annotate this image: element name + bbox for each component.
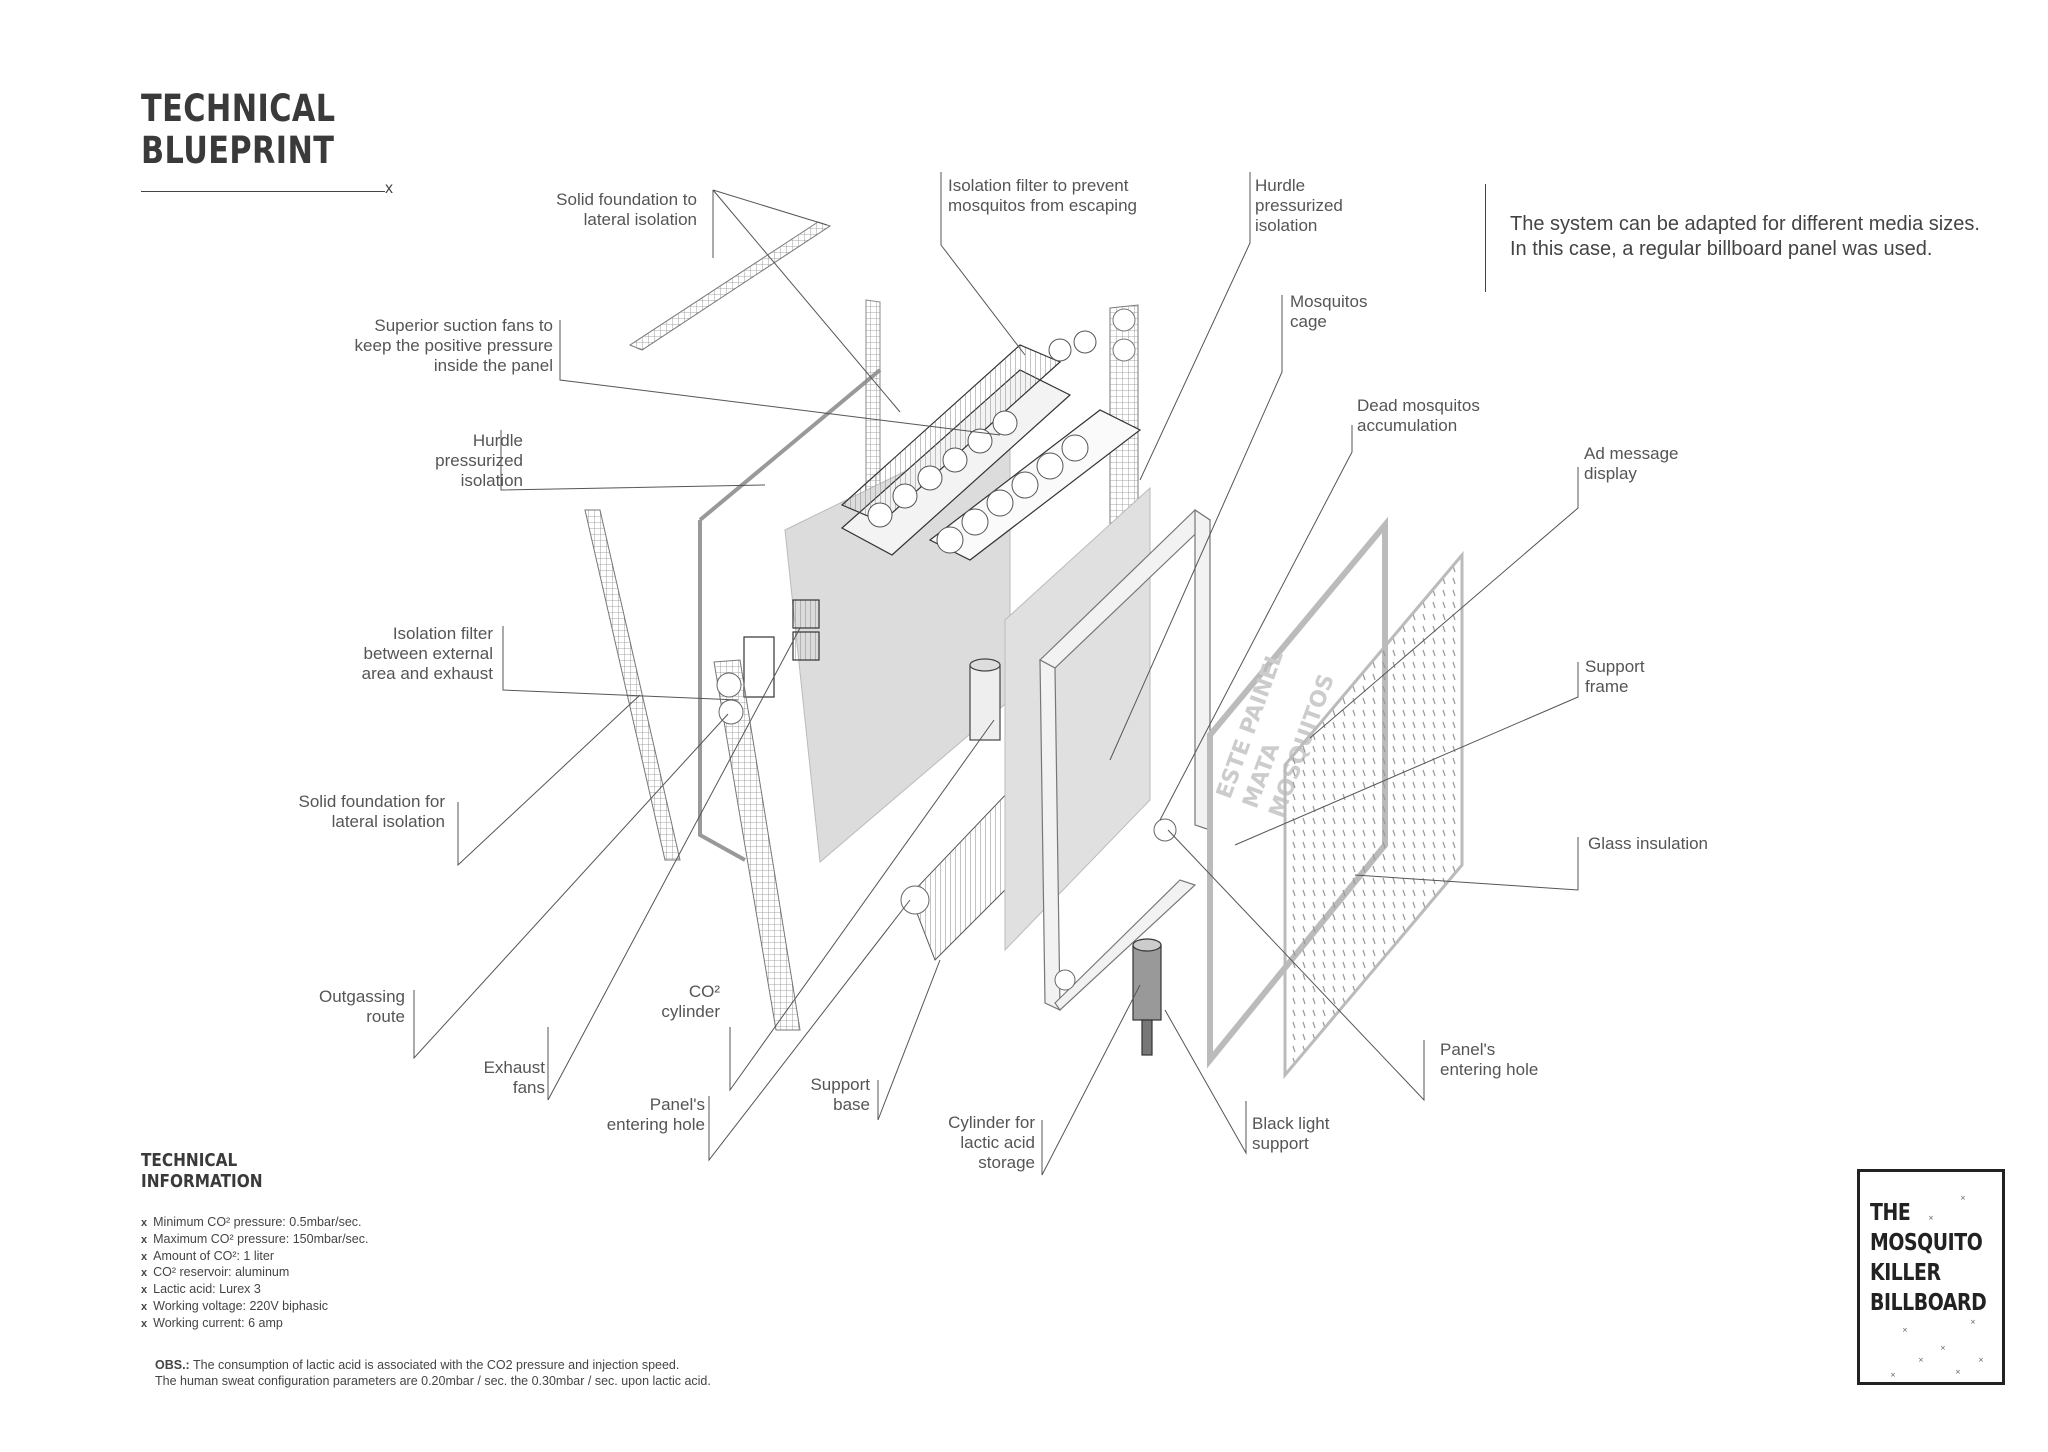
label-black-light: Black light support [1252,1114,1330,1153]
bullet-icon: x [141,1317,148,1330]
left-top-strip [865,299,881,496]
technical-info-item: x Lactic acid: Lurex 3 [141,1282,368,1299]
technical-info-item: x CO² reservoir: aluminum [141,1265,368,1282]
fan-circles [867,330,1097,554]
obs-prefix: OBS.: [155,1358,190,1372]
exhaust-strip [713,659,801,1031]
svg-text:×: × [1940,1344,1946,1352]
label-panels-entering-right: Panel's entering hole [1440,1040,1539,1079]
technical-info-item: x Maximum CO² pressure: 150mbar/sec. [141,1232,368,1249]
left-foundation-strip [584,509,681,861]
intro-bar [1485,184,1486,292]
technical-info-text: Lactic acid: Lurex 3 [153,1282,261,1297]
support-frame-drawing [1038,508,1211,1011]
title-line-1: TECHNICAL [141,87,336,130]
logo-mosquito-dots: × × × × × × × × × [1890,1194,1984,1379]
label-cylinder-lactic: Cylinder for lactic acid storage [948,1113,1035,1172]
label-outgassing: Outgassing route [319,987,405,1026]
title-line-2: BLUEPRINT [141,129,335,172]
intro-text: The system can be adapted for different … [1510,213,1980,260]
label-isolation-filter-left: Isolation filter between external area a… [361,624,493,683]
technical-info-item: x Working current: 6 amp [141,1316,368,1333]
bullet-icon: x [141,1233,148,1246]
lactic-cylinder-drawing [1132,938,1162,1056]
technical-info-text: Working voltage: 220V biphasic [153,1298,328,1313]
technical-info-text: Amount of CO²: 1 liter [153,1248,274,1263]
title-rule-marker: x [385,180,393,197]
obs-line-2: The human sweat configuration parameters… [155,1374,711,1388]
bullet-icon: x [141,1217,148,1229]
technical-info-text: CO² reservoir: aluminum [153,1265,290,1280]
label-support-base: Support base [810,1075,870,1114]
svg-text:×: × [1960,1194,1966,1202]
bullet-icon: x [141,1250,148,1263]
co2-cylinder-drawing [969,658,1001,741]
label-co2-cylinder: CO² cylinder [661,982,720,1021]
rear-frame-top [698,368,882,522]
bullet-icon: x [141,1284,148,1297]
title-rule [141,191,385,192]
label-panels-entering-left: Panel's entering hole [606,1095,705,1134]
bullet-icon: x [141,1267,148,1280]
svg-text:×: × [1902,1326,1908,1334]
label-solid-foundation-top: Solid foundation to lateral isolation [556,190,697,229]
svg-text:×: × [1955,1368,1961,1376]
technical-info-item: x Amount of CO²: 1 liter [141,1249,368,1266]
bullet-icon: x [141,1300,148,1313]
label-superior-fans: Superior suction fans to keep the positi… [354,316,553,375]
svg-text:×: × [1918,1356,1924,1364]
glass-panel [1283,550,1464,1080]
rear-frame [698,520,746,862]
svg-text:×: × [1928,1214,1934,1222]
label-solid-foundation-left: Solid foundation for lateral isolation [298,792,446,831]
technical-info-text: Minimum CO² pressure: 0.5mbar/sec. [153,1215,362,1229]
technical-info-item: x Working voltage: 220V biphasic [141,1299,368,1316]
label-exhaust-fans: Exhaust fans [483,1058,545,1097]
label-dead-mosquitos: Dead mosquitos accumulation [1357,396,1480,435]
label-support-frame: Support frame [1585,657,1645,696]
technical-info-text: Maximum CO² pressure: 150mbar/sec. [153,1231,369,1246]
svg-text:×: × [1970,1318,1976,1326]
technical-info-item: x Minimum CO² pressure: 0.5mbar/sec. [141,1215,368,1232]
logo-text: THE MOSQUITO KILLER BILLBOARD [1870,1200,1987,1316]
page-title: TECHNICAL BLUEPRINT [141,88,336,172]
technical-info-heading: TECHNICAL INFORMATION [141,1150,263,1192]
svg-text:×: × [1978,1356,1984,1364]
obs-note: OBS.: The consumption of lactic acid is … [155,1357,711,1389]
logo-box: THE MOSQUITO KILLER BILLBOARD ××× ××× ××… [1857,1169,2005,1385]
label-hurdle-top: Hurdle pressurized isolation [1255,176,1343,235]
svg-text:×: × [1890,1371,1896,1379]
label-ad-message: Ad message display [1584,444,1679,483]
label-glass-insulation: Glass insulation [1588,834,1709,853]
label-mosquitos-cage: Mosquitos cage [1290,292,1368,331]
superior-fans [840,344,1142,561]
technical-info-text: Working current: 6 amp [153,1315,283,1330]
label-isolation-filter-top: Isolation filter to prevent mosquitos fr… [948,176,1137,215]
leader-lines [413,172,1579,1176]
obs-line-1: The consumption of lactic acid is associ… [189,1358,680,1372]
label-hurdle-left: Hurdle pressurized isolation [435,431,523,490]
top-foundation-strip [628,221,832,351]
